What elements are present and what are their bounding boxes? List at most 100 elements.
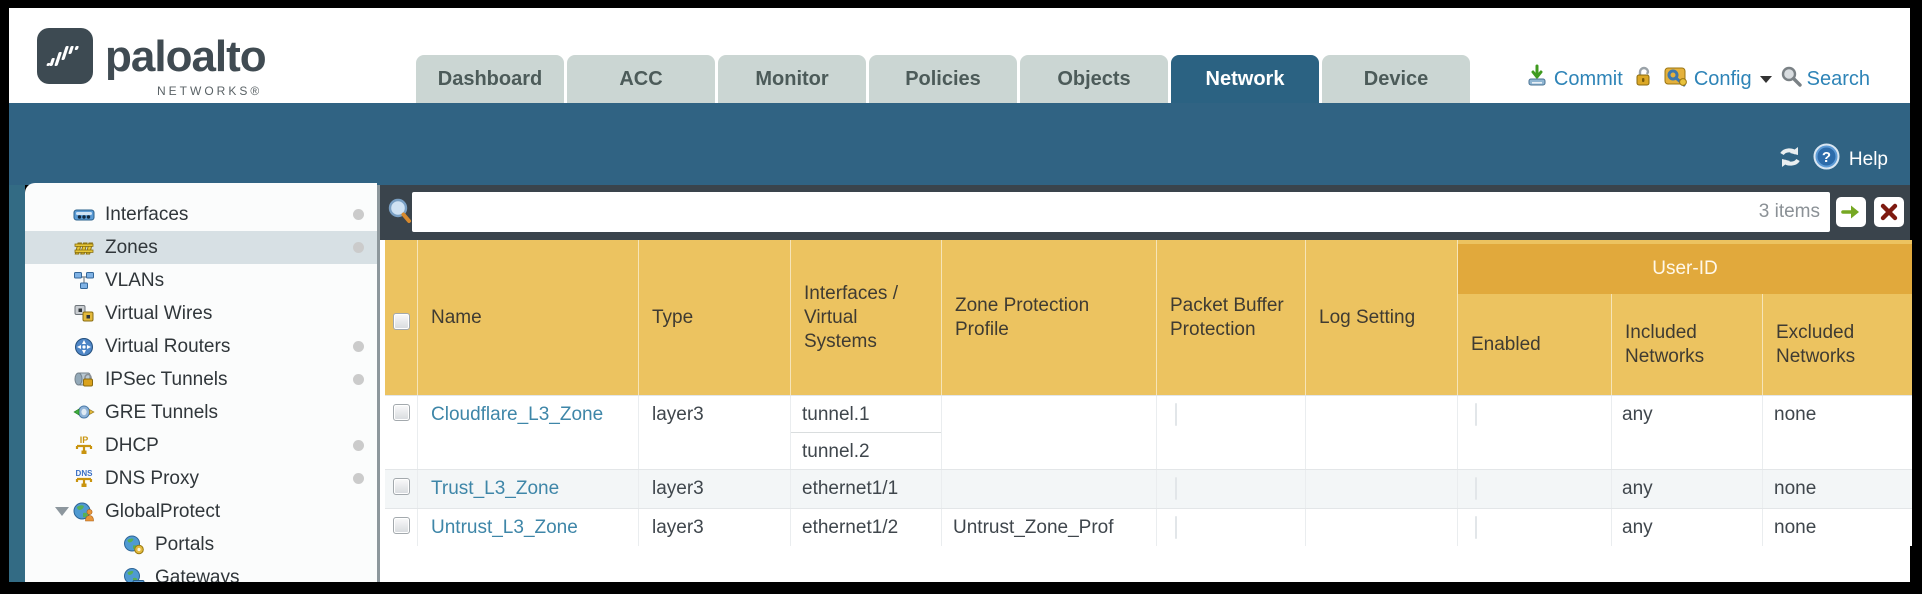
status-dot — [353, 473, 364, 484]
gre-tunnels-icon — [71, 402, 97, 424]
zones-content: 3 items Name Type — [380, 185, 1912, 582]
log-setting-cell — [1306, 470, 1458, 508]
row-checkbox[interactable] — [392, 517, 410, 534]
sidebar-item-ipsec-tunnels[interactable]: IPSec Tunnels — [25, 363, 377, 396]
column-header-interfaces[interactable]: Interfaces / Virtual Systems — [791, 240, 942, 395]
filter-input-wrap: 3 items — [412, 192, 1830, 232]
globalprotect-icon — [71, 501, 97, 523]
commit-button[interactable]: Commit — [1525, 64, 1623, 94]
status-dot — [353, 209, 364, 220]
column-header-log-setting[interactable]: Log Setting — [1306, 240, 1458, 395]
tab-objects[interactable]: Objects — [1020, 55, 1168, 103]
sidebar-item-label: Virtual Routers — [105, 335, 231, 357]
svg-text:IP: IP — [80, 435, 89, 445]
packet-buffer-checkbox[interactable] — [1175, 516, 1177, 539]
user-id-group: User-ID Enabled Included Networks Exclud… — [1458, 240, 1912, 395]
config-menu-button[interactable]: Config — [1663, 64, 1772, 94]
zones-table-body: Cloudflare_L3_Zone layer3 tunnel.1 tunne… — [385, 395, 1912, 546]
sidebar-item-zones[interactable]: Zones — [25, 231, 377, 264]
column-header-packet-buffer-protection[interactable]: Packet Buffer Protection — [1157, 240, 1306, 395]
tab-policies[interactable]: Policies — [869, 55, 1017, 103]
tab-monitor[interactable]: Monitor — [718, 55, 866, 103]
packet-buffer-protection-cell — [1157, 396, 1306, 469]
sidebar-item-gateways[interactable]: Gateways — [25, 561, 377, 582]
filter-bar: 3 items — [380, 185, 1910, 240]
ipsec-tunnels-icon — [71, 369, 97, 391]
included-networks-cell: any — [1612, 396, 1763, 469]
band-right-controls: ? Help — [1776, 143, 1888, 176]
enabled-checkbox[interactable] — [1475, 403, 1477, 426]
config-icon — [1663, 64, 1689, 94]
included-networks-cell: any — [1612, 509, 1763, 546]
sidebar-item-virtual-wires[interactable]: Virtual Wires — [25, 297, 377, 330]
tab-acc[interactable]: ACC — [567, 55, 715, 103]
user-id-enabled-cell — [1458, 396, 1612, 469]
sidebar-item-virtual-routers[interactable]: Virtual Routers — [25, 330, 377, 363]
column-header-excluded-networks[interactable]: Excluded Networks — [1776, 321, 1856, 367]
sidebar-item-globalprotect[interactable]: GlobalProtect — [25, 495, 377, 528]
table-row-cloudflare: Cloudflare_L3_Zone layer3 tunnel.1 tunne… — [385, 395, 1912, 469]
expand-triangle-icon[interactable] — [55, 507, 69, 516]
sidebar-item-gre-tunnels[interactable]: GRE Tunnels — [25, 396, 377, 429]
dns-proxy-icon: DNS — [71, 468, 97, 490]
apply-filter-button[interactable] — [1836, 197, 1866, 227]
row-checkbox[interactable] — [392, 478, 410, 495]
column-header-included-networks[interactable]: Included Networks — [1612, 294, 1763, 395]
sidebar-item-vlans[interactable]: VLANs — [25, 264, 377, 297]
row-checkbox[interactable] — [392, 404, 410, 421]
sidebar-item-dns-proxy[interactable]: DNS DNS Proxy — [25, 462, 377, 495]
enabled-checkbox[interactable] — [1475, 516, 1477, 539]
zone-name-link[interactable]: Trust_L3_Zone — [431, 478, 560, 499]
packet-buffer-protection-cell — [1157, 470, 1306, 508]
interface-entry: ethernet1/2 — [802, 517, 899, 538]
help-icon[interactable]: ? — [1813, 143, 1840, 176]
lock-icon[interactable] — [1631, 64, 1655, 94]
filter-input[interactable] — [422, 201, 1751, 223]
sidebar-divider — [377, 185, 380, 582]
row-checkbox-cell — [385, 470, 418, 508]
sidebar-item-interfaces[interactable]: Interfaces — [25, 198, 377, 231]
table-row-untrust: Untrust_L3_Zone layer3 ethernet1/2 Untru… — [385, 508, 1912, 546]
zones-table-header: Name Type Interfaces / Virtual Systems Z… — [385, 240, 1912, 395]
status-dot — [353, 440, 364, 451]
packet-buffer-checkbox[interactable] — [1175, 477, 1177, 500]
enabled-checkbox[interactable] — [1475, 477, 1477, 500]
vlans-icon — [71, 270, 97, 292]
excluded-networks-cell: none — [1774, 404, 1817, 425]
zone-protection-profile-cell — [942, 396, 1157, 469]
sidebar-item-label: Interfaces — [105, 203, 189, 225]
packet-buffer-checkbox[interactable] — [1175, 403, 1177, 426]
commit-label: Commit — [1553, 67, 1623, 90]
search-button[interactable]: Search — [1780, 65, 1870, 93]
sidebar-item-portals[interactable]: Portals — [25, 528, 377, 561]
column-header-zone-protection-profile[interactable]: Zone Protection Profile — [942, 240, 1157, 395]
select-all-checkbox[interactable] — [392, 313, 410, 330]
interface-entry: tunnel.1 — [791, 396, 941, 433]
clear-filter-button[interactable] — [1874, 197, 1904, 227]
status-dot — [353, 242, 364, 253]
user-id-enabled-cell — [1458, 470, 1612, 508]
tab-dashboard[interactable]: Dashboard — [416, 55, 564, 103]
zone-interfaces-cell: tunnel.1 tunnel.2 — [791, 396, 942, 469]
excluded-networks-cell: none — [1774, 478, 1817, 499]
refresh-icon[interactable] — [1776, 144, 1804, 176]
log-setting-cell — [1306, 396, 1458, 469]
filter-search-icon — [386, 197, 412, 232]
interfaces-icon — [71, 204, 97, 226]
column-header-name[interactable]: Name — [418, 240, 639, 395]
tab-network[interactable]: Network — [1171, 55, 1319, 103]
main-tab-bar: Dashboard ACC Monitor Policies Objects N… — [416, 55, 1470, 103]
left-teal-strip — [9, 185, 25, 582]
portals-icon — [121, 534, 147, 556]
config-label: Config — [1693, 67, 1752, 90]
tab-device[interactable]: Device — [1322, 55, 1470, 103]
zone-name-link[interactable]: Cloudflare_L3_Zone — [431, 404, 604, 425]
paloalto-logo-icon — [37, 28, 93, 84]
column-header-enabled[interactable]: Enabled — [1458, 294, 1612, 395]
sidebar-item-dhcp[interactable]: IP DHCP — [25, 429, 377, 462]
zone-name-cell: Trust_L3_Zone — [418, 470, 639, 508]
column-header-type[interactable]: Type — [639, 240, 791, 395]
zone-interfaces-cell: ethernet1/1 — [791, 470, 942, 508]
zone-name-link[interactable]: Untrust_L3_Zone — [431, 517, 578, 538]
svg-text:DNS: DNS — [76, 469, 94, 478]
